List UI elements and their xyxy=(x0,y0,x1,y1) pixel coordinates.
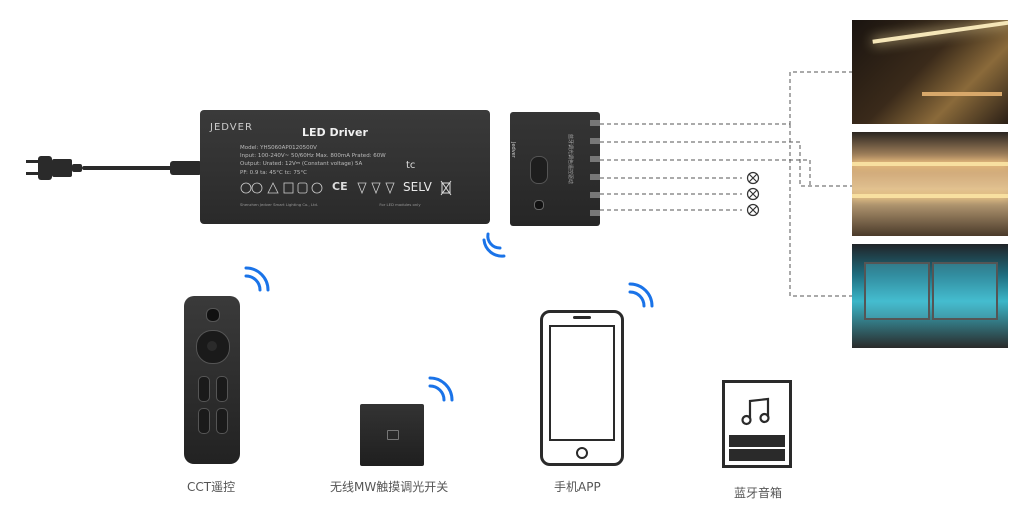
driver-title: LED Driver xyxy=(302,126,368,139)
fine-print-left: Shenzhen Jedver Smart Lighting Co., Ltd. xyxy=(240,202,319,207)
cert-icons xyxy=(240,182,323,194)
driver-brand: JEDVER xyxy=(210,122,253,133)
scene-photo-wardrobe xyxy=(852,20,1008,124)
speaker-label: 蓝牙音箱 xyxy=(734,486,783,500)
plug-icon xyxy=(26,156,202,180)
waste-bin-icon xyxy=(440,180,452,196)
home-button-icon xyxy=(576,447,588,459)
wifi-icon xyxy=(244,266,270,292)
fine-print-right: For LED modules only xyxy=(379,202,421,207)
ce-mark: CE xyxy=(332,180,348,193)
touch-switch xyxy=(360,404,424,466)
receiver-label: 蓝牙调光调色遥控驱动 xyxy=(567,134,573,185)
phone xyxy=(540,310,624,466)
switch-label: 无线MW触摸调光开关 xyxy=(330,480,449,494)
receiver-button xyxy=(530,156,548,184)
bluetooth-speaker xyxy=(722,380,792,468)
wifi-icon xyxy=(628,282,654,308)
lamp-x-icon xyxy=(746,171,760,217)
cct-remote xyxy=(184,296,240,464)
phone-label: 手机APP xyxy=(554,480,601,494)
cert-icons-right xyxy=(357,182,395,195)
led-driver: JEDVER LED Driver Model: YHS060AP0120500… xyxy=(200,110,490,224)
scene-photo-shelves xyxy=(852,132,1008,236)
tc-mark: tc xyxy=(406,160,416,171)
scene-photo-cabinet xyxy=(852,244,1008,348)
receiver-brand: Jedver xyxy=(510,142,516,158)
selv-mark: SELV xyxy=(403,180,432,194)
driver-spec: Model: YHS060AP0120500V Input: 100-240V~… xyxy=(240,145,386,176)
music-note-icon xyxy=(741,397,770,426)
bluetooth-receiver: Jedver 蓝牙调光调色遥控驱动 xyxy=(510,112,600,226)
receiver-terminals xyxy=(590,120,600,216)
receiver-knob xyxy=(534,200,544,210)
remote-label: CCT遥控 xyxy=(187,480,236,494)
wifi-icon xyxy=(428,376,454,402)
wifi-icon xyxy=(482,232,506,258)
